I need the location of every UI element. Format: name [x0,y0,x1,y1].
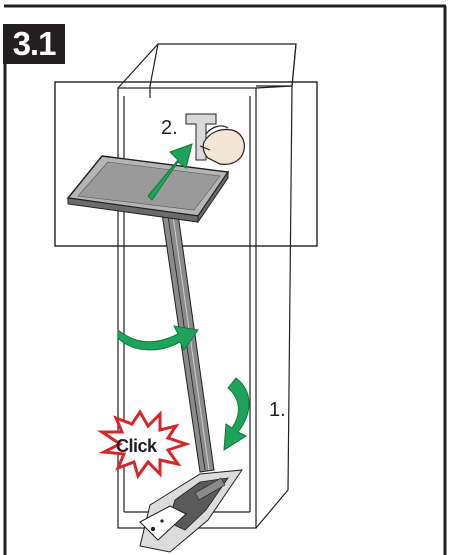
step-number-badge: 3.1 [3,24,65,64]
step-2-label: 2. [161,117,178,140]
curved-arrow-icon [118,326,198,350]
drawer-base [140,470,242,552]
click-label: Click [116,436,157,457]
curved-arrow-icon [224,378,249,450]
step-1-label: 1. [269,399,286,422]
shelf-tray [68,156,228,222]
hand-icon [200,126,244,164]
